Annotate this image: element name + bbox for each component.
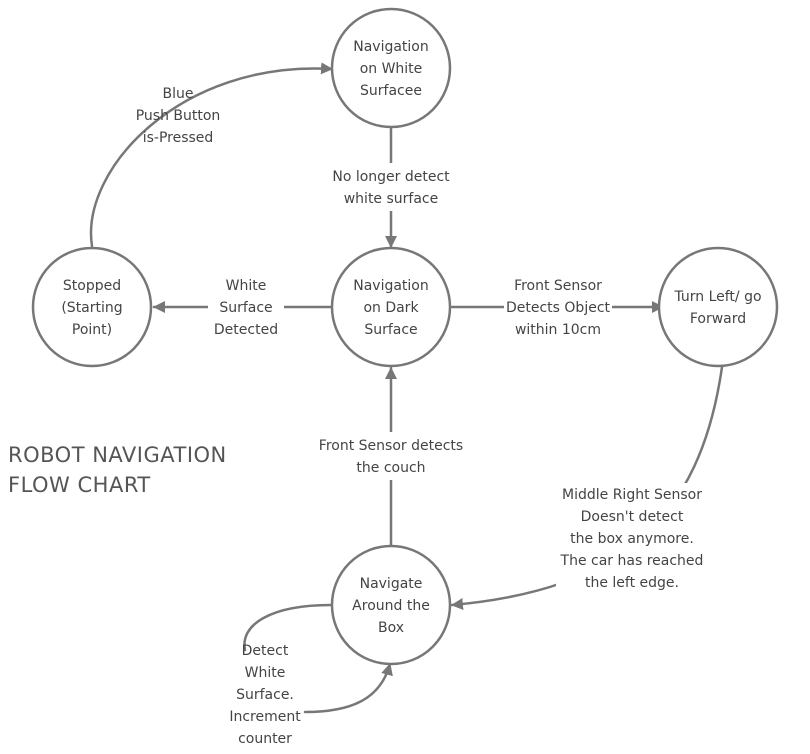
node-turn-left-line-1: Turn Left/ go xyxy=(673,289,761,305)
node-nav-box-line-3: Box xyxy=(378,620,404,636)
label-no-longer-detect: No longer detect white surface xyxy=(325,163,457,211)
edge-label-dark-to-stopped-line-2: Surface xyxy=(219,300,272,316)
edge-label-turn-to-box-line-2: Doesn't detect xyxy=(581,509,684,525)
edge-label-turn-to-box-line-5: the left edge. xyxy=(585,575,679,591)
node-nav-white-line-2: on White xyxy=(360,61,423,77)
edge-label-turn-to-box-line-4: The car has reached xyxy=(560,553,704,569)
edge-label-box-to-dark-line-1: Front Sensor detects xyxy=(319,438,463,454)
edge-label-turn-to-box-line-1: Middle Right Sensor xyxy=(562,487,702,503)
edge-label-white-to-dark-line-2: white surface xyxy=(344,191,439,207)
node-nav-dark-line-2: on Dark xyxy=(363,300,419,316)
edge-stopped-to-white xyxy=(89,62,334,248)
edge-label-dark-to-stopped-line-1: White xyxy=(226,278,267,294)
node-nav-box-line-2: Around the xyxy=(352,598,430,614)
node-nav-white-line-1: Navigation xyxy=(353,39,429,55)
edge-label-box-self-line-2: White xyxy=(245,665,286,681)
edge-label-box-self-line-1: Detect xyxy=(242,643,289,659)
node-nav-box-line-1: Navigate xyxy=(360,576,423,592)
edge-label-dark-to-stopped-line-3: Detected xyxy=(214,322,278,338)
node-turn-left-line-2: Forward xyxy=(690,311,746,327)
title-line-1: ROBOT NAVIGATION xyxy=(8,443,227,467)
node-nav-white-line-3: Surfacee xyxy=(360,83,422,99)
edge-label-white-to-dark-line-1: No longer detect xyxy=(332,169,450,185)
edge-label-dark-to-turn-line-2: Detects Object xyxy=(506,300,611,316)
edge-label-turn-to-box-line-3: the box anymore. xyxy=(570,531,694,547)
edge-label-dark-to-turn-line-1: Front Sensor xyxy=(514,278,602,294)
edge-label-stopped-to-white-line-1: Blue xyxy=(163,86,194,102)
edge-label-dark-to-turn-line-3: within 10cm xyxy=(515,322,601,338)
node-nav-dark-line-1: Navigation xyxy=(353,278,429,294)
node-stopped-line-3: Point) xyxy=(72,322,112,338)
page-title: ROBOT NAVIGATION FLOW CHART xyxy=(8,443,227,497)
node-stopped-line-2: (Starting xyxy=(61,300,122,316)
edge-label-box-self-line-5: counter xyxy=(238,731,292,747)
label-front-sensor-couch: Front Sensor detects the couch xyxy=(312,432,470,480)
node-turn-left: Turn Left/ go Forward xyxy=(657,246,779,368)
edge-label-box-to-dark-line-2: the couch xyxy=(356,460,425,476)
edge-label-box-self-line-4: Increment xyxy=(229,709,301,725)
node-nav-dark-line-3: Surface xyxy=(364,322,417,338)
node-stopped-line-1: Stopped xyxy=(63,278,121,294)
title-line-2: FLOW CHART xyxy=(8,473,151,497)
edge-box-self xyxy=(243,603,390,714)
edge-label-box-self-line-3: Surface. xyxy=(236,687,294,703)
edge-label-stopped-to-white-line-3: is-Pressed xyxy=(143,130,214,146)
edge-label-stopped-to-white-line-2: Push Button xyxy=(136,108,221,124)
